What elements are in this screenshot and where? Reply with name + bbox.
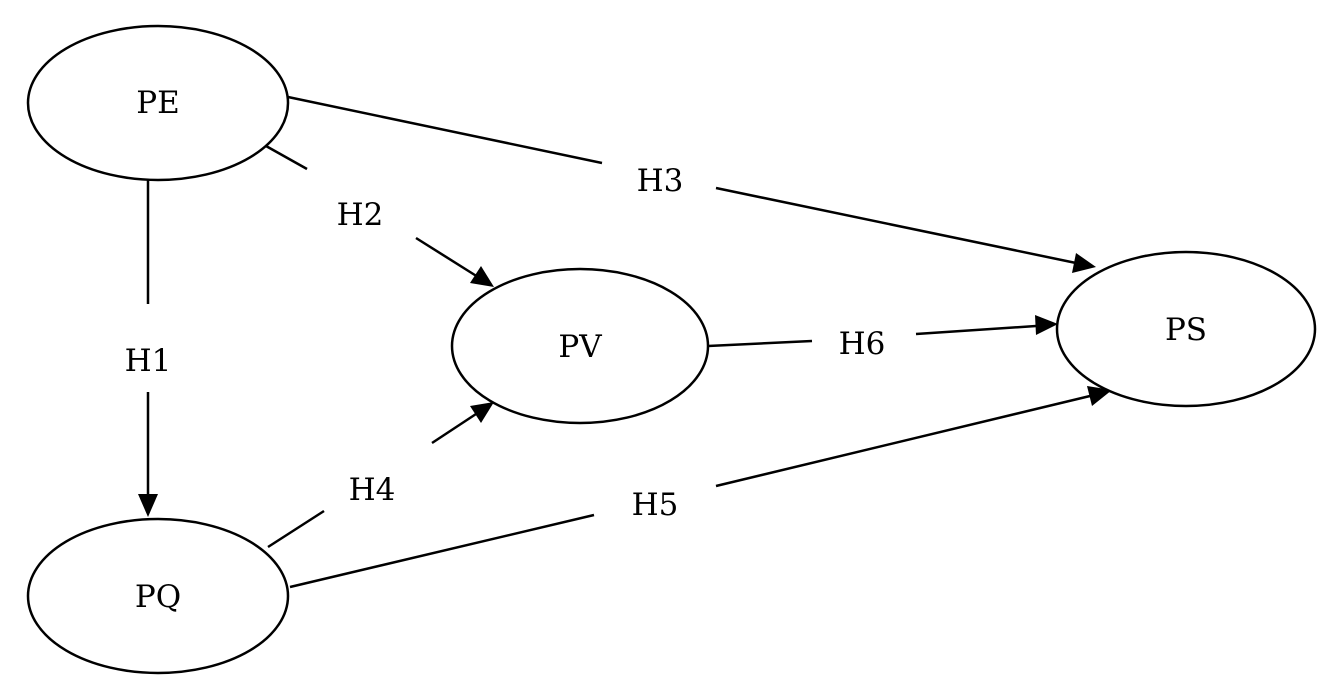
edge-h2: H2 bbox=[265, 144, 494, 287]
edge-h6-line-left bbox=[707, 339, 813, 348]
node-pv: PV bbox=[450, 267, 710, 425]
edge-h2-line-upper bbox=[265, 144, 308, 171]
node-pe-label: PE bbox=[136, 85, 180, 121]
edge-h6-label: H6 bbox=[839, 326, 886, 362]
edge-h5-label: H5 bbox=[632, 487, 679, 523]
edge-h4-line-lower bbox=[267, 509, 325, 549]
edge-h2-line-lower bbox=[415, 236, 479, 279]
edge-h2-arrowhead bbox=[470, 266, 494, 287]
node-pe: PE bbox=[26, 24, 290, 182]
node-pq-label: PQ bbox=[135, 579, 181, 615]
node-ps-ellipse bbox=[1055, 250, 1317, 408]
node-pq-ellipse bbox=[26, 517, 290, 675]
edge-h6: H6 bbox=[707, 315, 1058, 362]
edge-h5: H5 bbox=[289, 386, 1112, 589]
edge-h3: H3 bbox=[287, 95, 1096, 273]
node-pe-ellipse bbox=[26, 24, 290, 182]
edge-h5-arrowhead bbox=[1087, 386, 1112, 406]
edge-h4-arrowhead bbox=[470, 402, 494, 423]
edge-h6-line-right bbox=[915, 324, 1037, 336]
edge-h4-line-upper bbox=[431, 412, 477, 445]
edge-h1-arrowhead bbox=[138, 494, 158, 517]
edge-h4-label: H4 bbox=[349, 472, 396, 508]
edge-h5-line-right bbox=[715, 394, 1091, 488]
edge-h3-arrowhead bbox=[1072, 253, 1096, 273]
edge-h2-label: H2 bbox=[337, 197, 384, 233]
node-pq: PQ bbox=[26, 517, 290, 675]
edge-h6-arrowhead bbox=[1035, 315, 1058, 335]
node-ps-label: PS bbox=[1165, 312, 1207, 348]
edge-h3-label: H3 bbox=[637, 163, 684, 199]
edge-h1: H1 bbox=[125, 180, 172, 517]
node-pv-ellipse bbox=[450, 267, 710, 425]
edge-h3-line-right bbox=[715, 186, 1077, 265]
edge-h3-line-left bbox=[287, 95, 603, 165]
node-ps: PS bbox=[1055, 250, 1317, 408]
edge-h4: H4 bbox=[267, 402, 494, 549]
node-pv-label: PV bbox=[558, 329, 602, 365]
edge-h1-label: H1 bbox=[125, 343, 172, 379]
edge-h5-line-left bbox=[289, 513, 595, 589]
